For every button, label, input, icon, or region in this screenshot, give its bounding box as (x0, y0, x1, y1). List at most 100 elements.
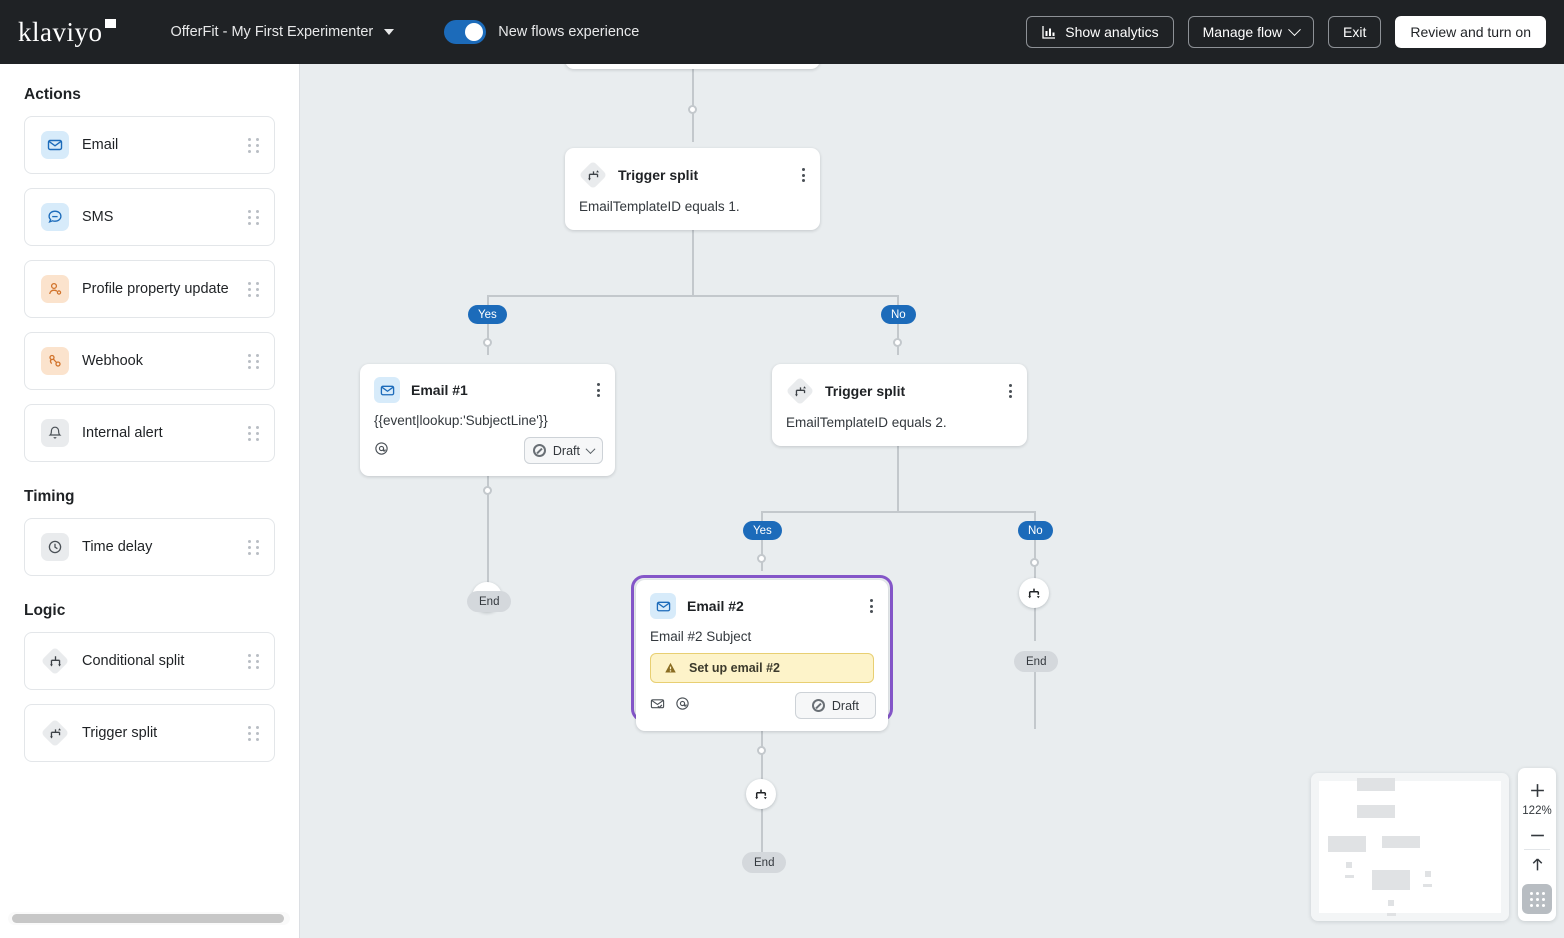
node-menu-button[interactable] (1006, 382, 1015, 400)
exit-label: Exit (1343, 24, 1367, 40)
node-header: Email #1 (360, 364, 615, 403)
attachment-icon (374, 441, 389, 461)
end-node[interactable]: End (742, 852, 787, 873)
minimap[interactable] (1311, 773, 1509, 921)
sidebar-item-label: Trigger split (82, 725, 158, 741)
trigger-split-icon (1028, 588, 1040, 599)
review-and-turn-on-button[interactable]: Review and turn on (1395, 16, 1546, 48)
toggle-minimap-button[interactable] (1522, 884, 1552, 914)
drag-handle-icon[interactable] (248, 725, 260, 741)
draft-status-icon (532, 444, 546, 457)
sidebar-item-profile-property-update[interactable]: Profile property update (24, 260, 275, 318)
minimap-node (1345, 875, 1354, 878)
zoom-out-button[interactable] (1518, 821, 1556, 849)
node-email-1[interactable]: Email #1 {{event|lookup:'SubjectLine'}} … (360, 364, 615, 476)
drag-handle-icon[interactable] (248, 425, 260, 441)
sidebar-item-email[interactable]: Email (24, 116, 275, 174)
minimap-node (1388, 900, 1394, 906)
drag-handle-icon[interactable] (248, 539, 260, 555)
node-menu-button[interactable] (867, 597, 876, 615)
drag-handle-icon[interactable] (248, 209, 260, 225)
setup-warning-banner[interactable]: Set up email #2 (650, 653, 874, 683)
email-icon (374, 377, 400, 403)
clock-icon (41, 533, 69, 561)
node-email-2[interactable]: Email #2 Email #2 Subject Set up email #… (636, 580, 888, 731)
sidebar-section-title-actions: Actions (24, 86, 81, 103)
manage-flow-button[interactable]: Manage flow (1187, 16, 1315, 48)
minimap-node (1328, 836, 1366, 852)
add-step-button[interactable] (1019, 578, 1049, 608)
node-menu-button[interactable] (799, 166, 808, 184)
exit-button[interactable]: Exit (1328, 16, 1382, 48)
zoom-level-label: 122% (1522, 805, 1552, 817)
bell-icon (41, 419, 69, 447)
edge-top (692, 64, 694, 142)
zoom-controls: 122% (1518, 768, 1556, 921)
email-status-dropdown[interactable]: Draft (523, 437, 603, 464)
branch-label-yes: Yes (743, 521, 782, 540)
end-node[interactable]: End (467, 591, 512, 612)
new-flows-toggle-group[interactable]: New flows experience (444, 20, 639, 44)
node-subject: {{event|lookup:'SubjectLine'}} (374, 413, 548, 428)
sidebar-horizontal-scrollbar[interactable] (8, 912, 290, 925)
branch-label-yes: Yes (468, 305, 507, 324)
edge-dot (757, 746, 766, 755)
review-and-turn-on-label: Review and turn on (1410, 24, 1531, 40)
new-flows-experience-switch[interactable] (444, 20, 487, 44)
flow-canvas[interactable]: Trigger split EmailTemplateID equals 1. … (300, 64, 1564, 938)
sidebar-item-time-delay[interactable]: Time delay (24, 518, 275, 576)
top-bar-actions: Show analytics Manage flow Exit Review a… (1026, 16, 1546, 48)
minimap-node (1357, 778, 1395, 791)
email-status-dropdown[interactable]: Draft (794, 692, 876, 719)
sidebar-item-conditional-split[interactable]: Conditional split (24, 632, 275, 690)
node-menu-button[interactable] (594, 381, 603, 399)
minimap-node (1382, 836, 1420, 848)
node-header: Trigger split (565, 148, 820, 189)
sidebar-item-label: Conditional split (82, 653, 185, 669)
edge-yes-2 (761, 511, 763, 571)
fit-to-screen-button[interactable] (1518, 850, 1556, 878)
node-body: EmailTemplateID equals 2. (786, 415, 947, 430)
manage-flow-label: Manage flow (1202, 24, 1283, 40)
node-partial-top[interactable] (565, 64, 820, 69)
klaviyo-logo[interactable]: klaviyo (18, 18, 116, 46)
zoom-in-button[interactable] (1518, 776, 1556, 804)
component-sidebar: Actions Email SMS Profile property updat… (0, 64, 300, 938)
sidebar-item-trigger-split[interactable]: Trigger split (24, 704, 275, 762)
drag-handle-icon[interactable] (248, 137, 260, 153)
sidebar-item-label: Internal alert (82, 425, 163, 441)
top-bar: klaviyo OfferFit - My First Experimenter… (0, 0, 1564, 64)
sidebar-item-webhook[interactable]: Webhook (24, 332, 275, 390)
edge-no-1 (897, 295, 899, 355)
minimap-node (1357, 805, 1395, 818)
edge-branch-1 (487, 295, 898, 297)
node-header: Email #2 (636, 580, 888, 619)
flow-name-selector[interactable]: OfferFit - My First Experimenter (171, 24, 395, 40)
minus-icon (1530, 834, 1544, 836)
node-trigger-split-2[interactable]: Trigger split EmailTemplateID equals 2. (772, 364, 1027, 446)
minimap-node (1425, 871, 1431, 877)
sidebar-item-sms[interactable]: SMS (24, 188, 275, 246)
add-step-button[interactable] (746, 779, 776, 809)
sidebar-item-label: SMS (82, 209, 114, 225)
email-check-icon (650, 696, 665, 716)
show-analytics-button[interactable]: Show analytics (1026, 16, 1174, 48)
minimap-viewport[interactable] (1319, 778, 1501, 916)
node-title: Trigger split (618, 167, 699, 183)
sidebar-item-label: Webhook (82, 353, 143, 369)
branch-label-no: No (881, 305, 916, 324)
switch-knob (465, 23, 484, 41)
drag-handle-icon[interactable] (248, 653, 260, 669)
node-trigger-split-1[interactable]: Trigger split EmailTemplateID equals 1. (565, 148, 820, 230)
trigger-split-icon (579, 161, 607, 189)
drag-handle-icon[interactable] (248, 281, 260, 297)
end-node[interactable]: End (1014, 651, 1059, 672)
trigger-split-icon (41, 719, 69, 747)
node-title: Email #2 (687, 598, 744, 614)
minimap-node (1387, 913, 1396, 916)
drag-handle-icon[interactable] (248, 353, 260, 369)
sidebar-item-internal-alert[interactable]: Internal alert (24, 404, 275, 462)
attachment-icon (675, 696, 690, 716)
sidebar-item-label: Time delay (82, 539, 153, 555)
status-label: Draft (552, 443, 580, 458)
